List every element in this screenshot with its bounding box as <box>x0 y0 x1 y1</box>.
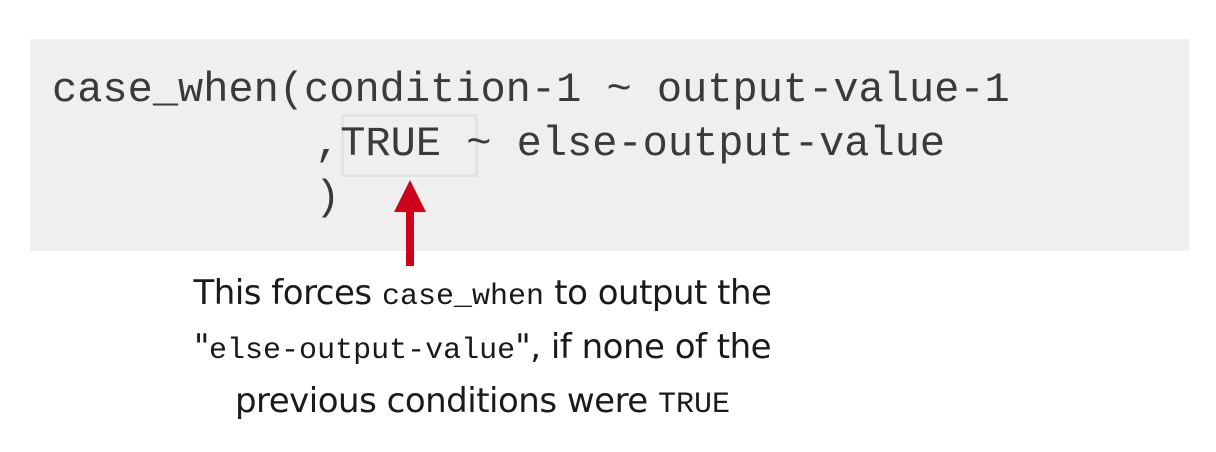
annotation-caption: This forces case_when to output the "els… <box>100 268 865 430</box>
code-panel <box>30 39 1189 251</box>
caption-code: case_when <box>381 280 544 314</box>
caption-text: ", if none of the <box>515 327 772 367</box>
pointer-arrow-icon <box>394 180 426 266</box>
caption-text: previous conditions were <box>234 381 659 421</box>
caption-line-1: This forces case_when to output the <box>100 268 865 322</box>
code-line-3: ) <box>315 174 341 222</box>
caption-line-2: "else-output-value", if none of the <box>100 322 865 376</box>
caption-line-3: previous conditions were TRUE <box>100 376 865 430</box>
code-line-1: case_when(condition-1 ~ output-value-1 <box>52 66 1010 114</box>
caption-text: " <box>193 327 210 367</box>
caption-code: TRUE <box>658 388 731 422</box>
code-line-2: ,TRUE ~ else-output-value <box>315 120 946 168</box>
caption-text: This forces <box>193 273 382 313</box>
caption-code: else-output-value <box>209 334 516 368</box>
true-highlight-box <box>341 114 478 177</box>
caption-text: to output the <box>543 273 772 313</box>
